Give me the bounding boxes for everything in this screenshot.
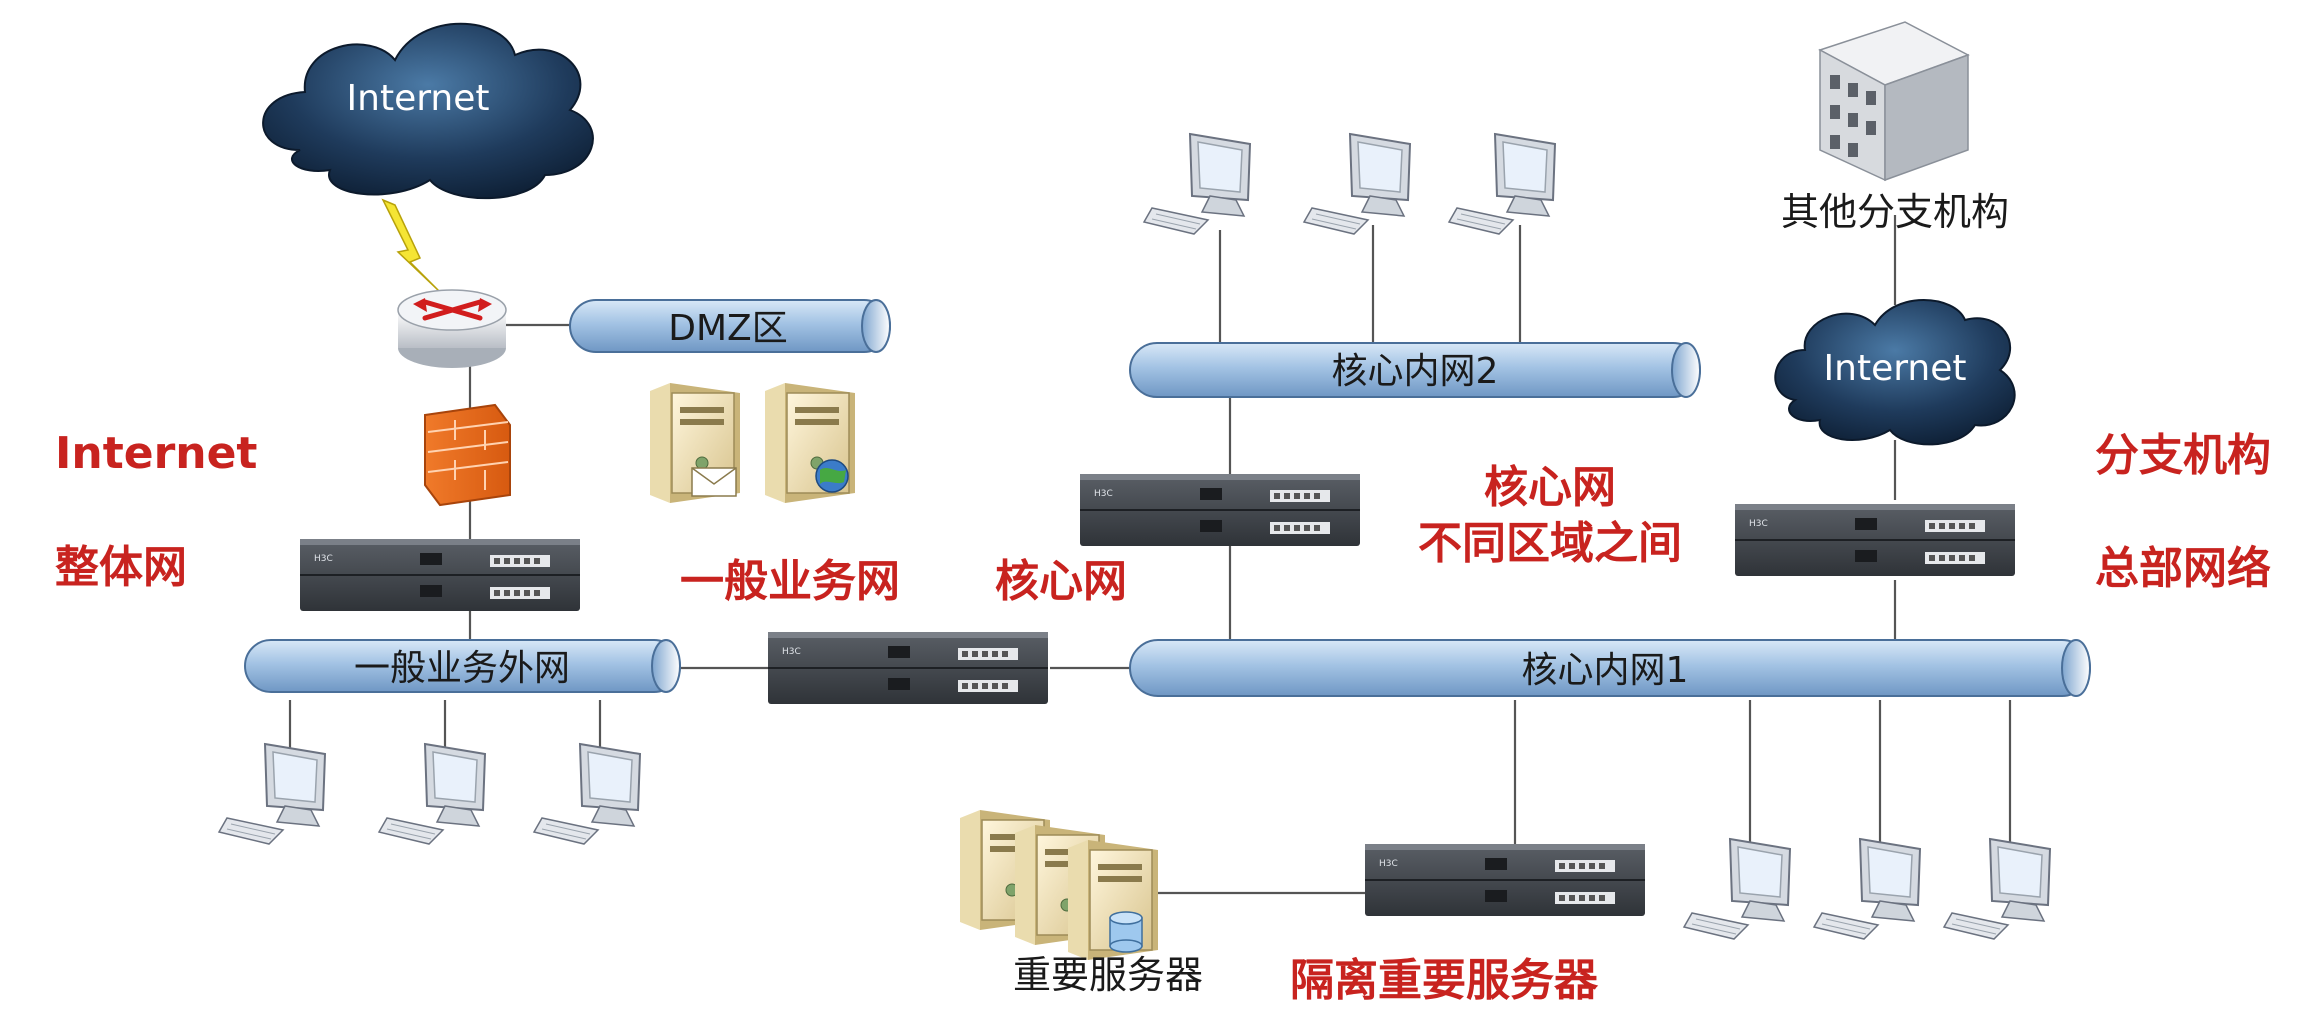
email-icon [691, 467, 737, 497]
dmz-bus-label: DMZ区 [668, 308, 787, 349]
core-intranet-1-bus: 核心内网1 [1129, 639, 2091, 697]
internet-right-label: Internet [1824, 348, 1967, 389]
firewall-device-branch [1735, 503, 2015, 577]
office-building-icon [1818, 21, 1970, 182]
annotation-hq-network: 总部网络 [2095, 543, 2271, 594]
internet-cloud-left: Internet [262, 22, 594, 200]
annotation-core-net-2: 核心网 [1484, 462, 1616, 513]
annotation-isolate-servers: 隔离重要服务器 [1290, 955, 1598, 1006]
pc-general-1 [218, 743, 326, 845]
firewall-device-core [1080, 473, 1360, 547]
internet-cloud-right: Internet [1774, 299, 2016, 446]
firewall-icon [424, 403, 511, 507]
dmz-bus: DMZ区 [569, 299, 891, 353]
core-intranet-2-label: 核心内网2 [1332, 351, 1499, 392]
pc-general-3 [533, 743, 641, 845]
annotation-overall-net: 整体网 [55, 542, 187, 593]
pc-core2-1 [1143, 133, 1251, 235]
pc-core2-3 [1448, 133, 1556, 235]
pc-core2-2 [1303, 133, 1411, 235]
firewall-device-servers [1365, 843, 1645, 917]
annotation-internet: Internet [55, 428, 258, 479]
pc-core1-3 [1943, 838, 2051, 940]
annotation-general-business-net: 一般业务网 [680, 556, 900, 607]
annotation-between-zones: 不同区域之间 [1418, 518, 1682, 569]
firewall-device-left [300, 538, 580, 612]
annotation-core-net: 核心网 [995, 556, 1127, 607]
database-icon [1109, 911, 1143, 953]
annotation-branch-offices: 分支机构 [2095, 430, 2271, 481]
internet-left-label: Internet [347, 78, 490, 119]
globe-icon [815, 459, 849, 493]
core-intranet-1-label: 核心内网1 [1522, 650, 1689, 691]
pc-general-2 [378, 743, 486, 845]
lightning-icon [381, 198, 441, 293]
firewall-device-general [768, 631, 1048, 705]
general-external-label: 一般业务外网 [354, 648, 570, 689]
branch-offices-label: 其他分支机构 [1781, 190, 2009, 234]
core-intranet-2-bus: 核心内网2 [1129, 342, 1701, 398]
pc-core1-2 [1813, 838, 1921, 940]
pc-core1-1 [1683, 838, 1791, 940]
router-icon [397, 289, 507, 368]
general-external-bus: 一般业务外网 [244, 639, 681, 693]
important-servers-label: 重要服务器 [1013, 953, 1203, 997]
